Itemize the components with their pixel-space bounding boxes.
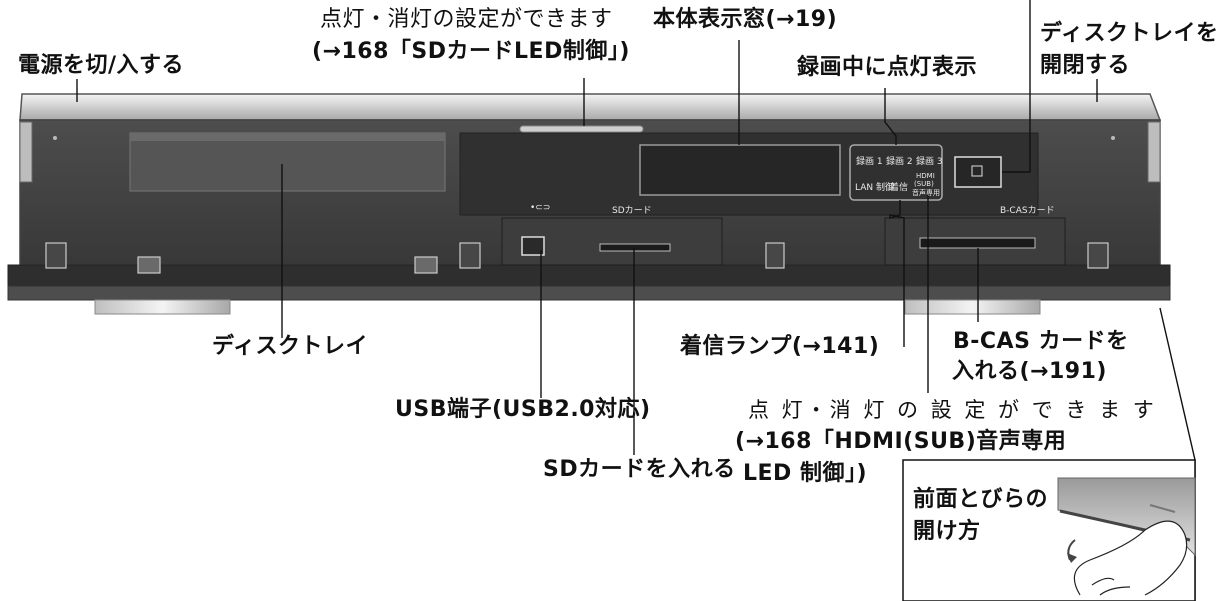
front-door-inset [902,459,1196,601]
usb-port [521,236,545,256]
display-window [639,144,841,196]
panel-hdmi-b: (SUB) [914,180,934,188]
panel-usb: •⊂⊃ [530,203,551,213]
call-lamp-label: 着信ランプ(→141) [680,334,880,359]
panel-call: 着信 [890,183,909,193]
bcas-label: B-CAS カードを [953,329,1129,354]
lower-panels [501,217,1066,266]
bcas-slot [919,237,1036,249]
sd-led-setting-ref: (→168「SDカードLED制御」) [312,39,630,64]
sd-slot [599,243,671,252]
tray-open-close-label: ディスクトレイを [1040,21,1219,46]
sd-led-setting-label: 点灯・消灯の設定ができます [320,7,613,32]
panel-rec2: 録画 2 [886,157,913,167]
panel-lan: LAN 制御 [855,183,894,193]
power-label: 電源を切/入する [18,53,185,78]
open-front-label: 前面とびらの [913,487,1049,512]
front-panel-recess [459,125,1039,216]
display-window-label: 本体表示窓(→19) [653,7,838,32]
recording-indicator-label: 録画中に点灯表示 [797,55,978,80]
usb-port-label: USB端子(USB2.0対応) [395,397,651,422]
sd-insert-label: SDカードを入れる [543,457,736,482]
door-clips [45,242,1109,274]
open-front-label-2: 開け方 [913,519,981,544]
panel-hdmi-a: HDMI [916,172,935,180]
panel-hdmi-c: 音声専用 [912,189,940,197]
hdmi-led-setting-ref: (→168「HDMI(SUB)音声専用 [735,429,1067,454]
panel-rec1: 録画 1 [856,157,883,167]
panel-sd: SDカード [612,206,652,216]
disc-tray [129,132,446,192]
disc-tray-label: ディスクトレイ [212,334,368,359]
bcas-label-2: 入れる(→191) [952,359,1107,384]
panel-rec3: 録画 3 [916,157,943,167]
tray-open-close-label-2: 開閉する [1040,53,1131,78]
hdmi-led-setting-label: 点 灯・消 灯 の 設 定 が で き ま す [748,398,1157,422]
panel-bcas: B-CASカード [1000,206,1055,216]
hdmi-led-setting-ref-2: LED 制御」) [743,461,868,486]
